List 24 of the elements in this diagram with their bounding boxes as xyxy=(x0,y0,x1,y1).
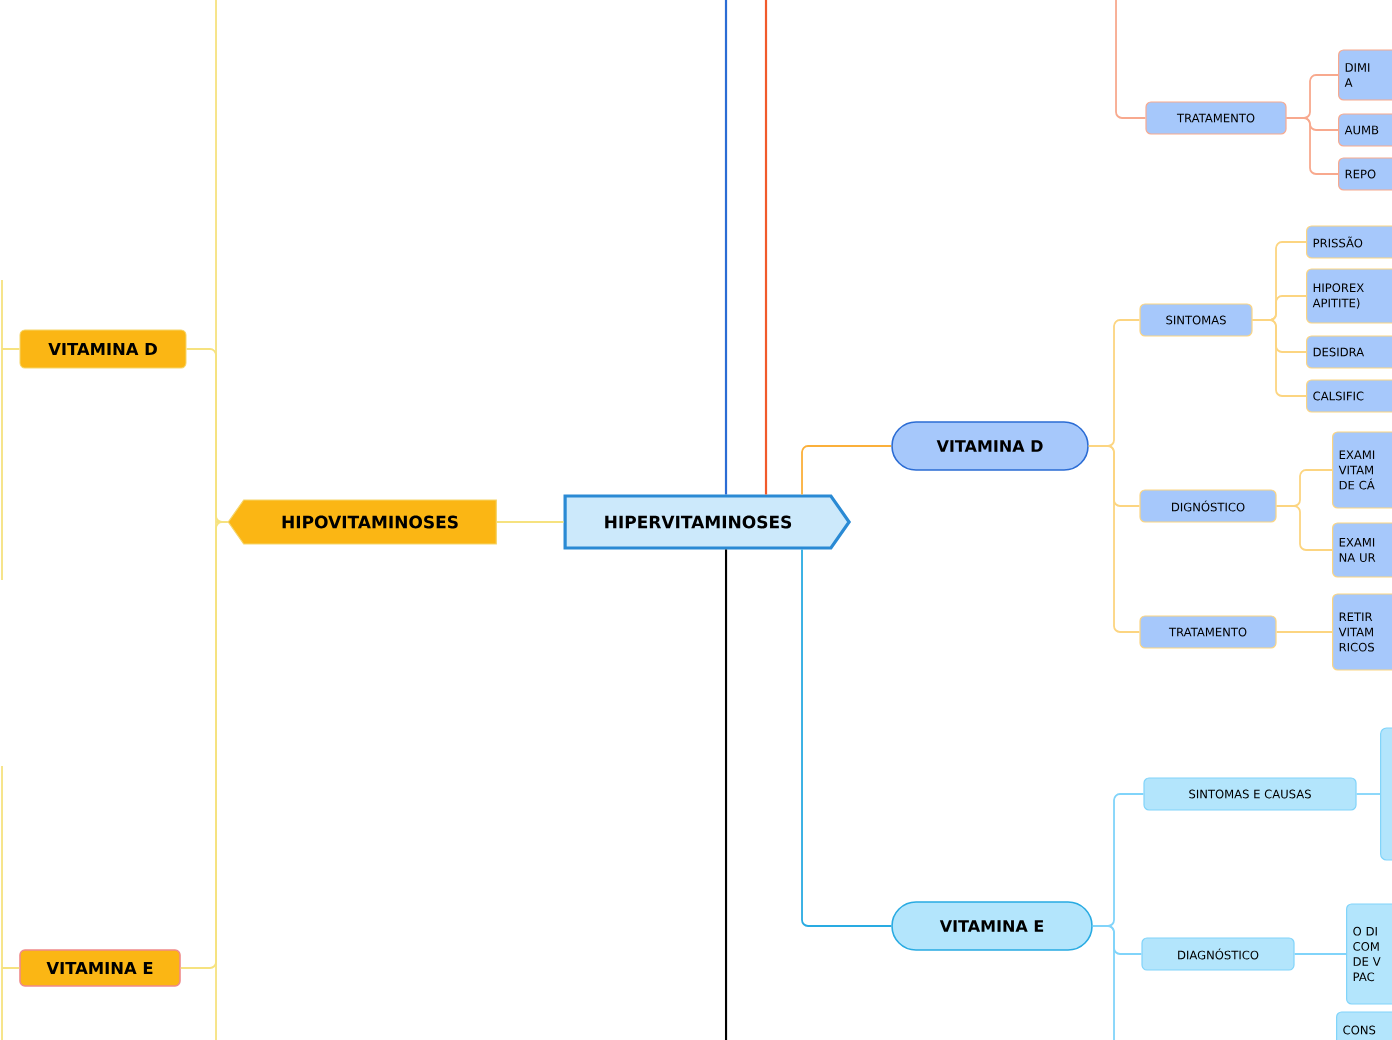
connector-line xyxy=(1275,631,1333,633)
topic-box: VITAMINA D xyxy=(19,329,187,369)
main-topic-box: HIPOVITAMINOSES xyxy=(227,499,497,545)
connector-line xyxy=(1,279,21,581)
connector-line xyxy=(724,549,728,1040)
connector-line xyxy=(1091,925,1115,1040)
connector-line xyxy=(1115,0,1147,119)
connector-line xyxy=(1251,319,1307,397)
connector-line xyxy=(1,765,21,1040)
connector-line xyxy=(801,548,893,927)
connector-line xyxy=(496,521,565,523)
topic-box: VITAMINA E xyxy=(891,901,1093,951)
connector-line xyxy=(215,0,229,1040)
connector-line xyxy=(724,0,728,495)
connector-line xyxy=(764,0,768,495)
empty-box xyxy=(1380,727,1392,861)
connector-line xyxy=(1355,793,1381,795)
topic-box: VITAMINA D xyxy=(891,421,1089,471)
connector-line xyxy=(1285,117,1339,175)
central-topic-box: HIPERVITAMINOSES xyxy=(563,494,852,550)
connector-line xyxy=(1275,505,1333,551)
connector-line xyxy=(1293,953,1347,955)
topic-box: VITAMINA E xyxy=(19,949,181,987)
connector-line xyxy=(801,445,893,496)
